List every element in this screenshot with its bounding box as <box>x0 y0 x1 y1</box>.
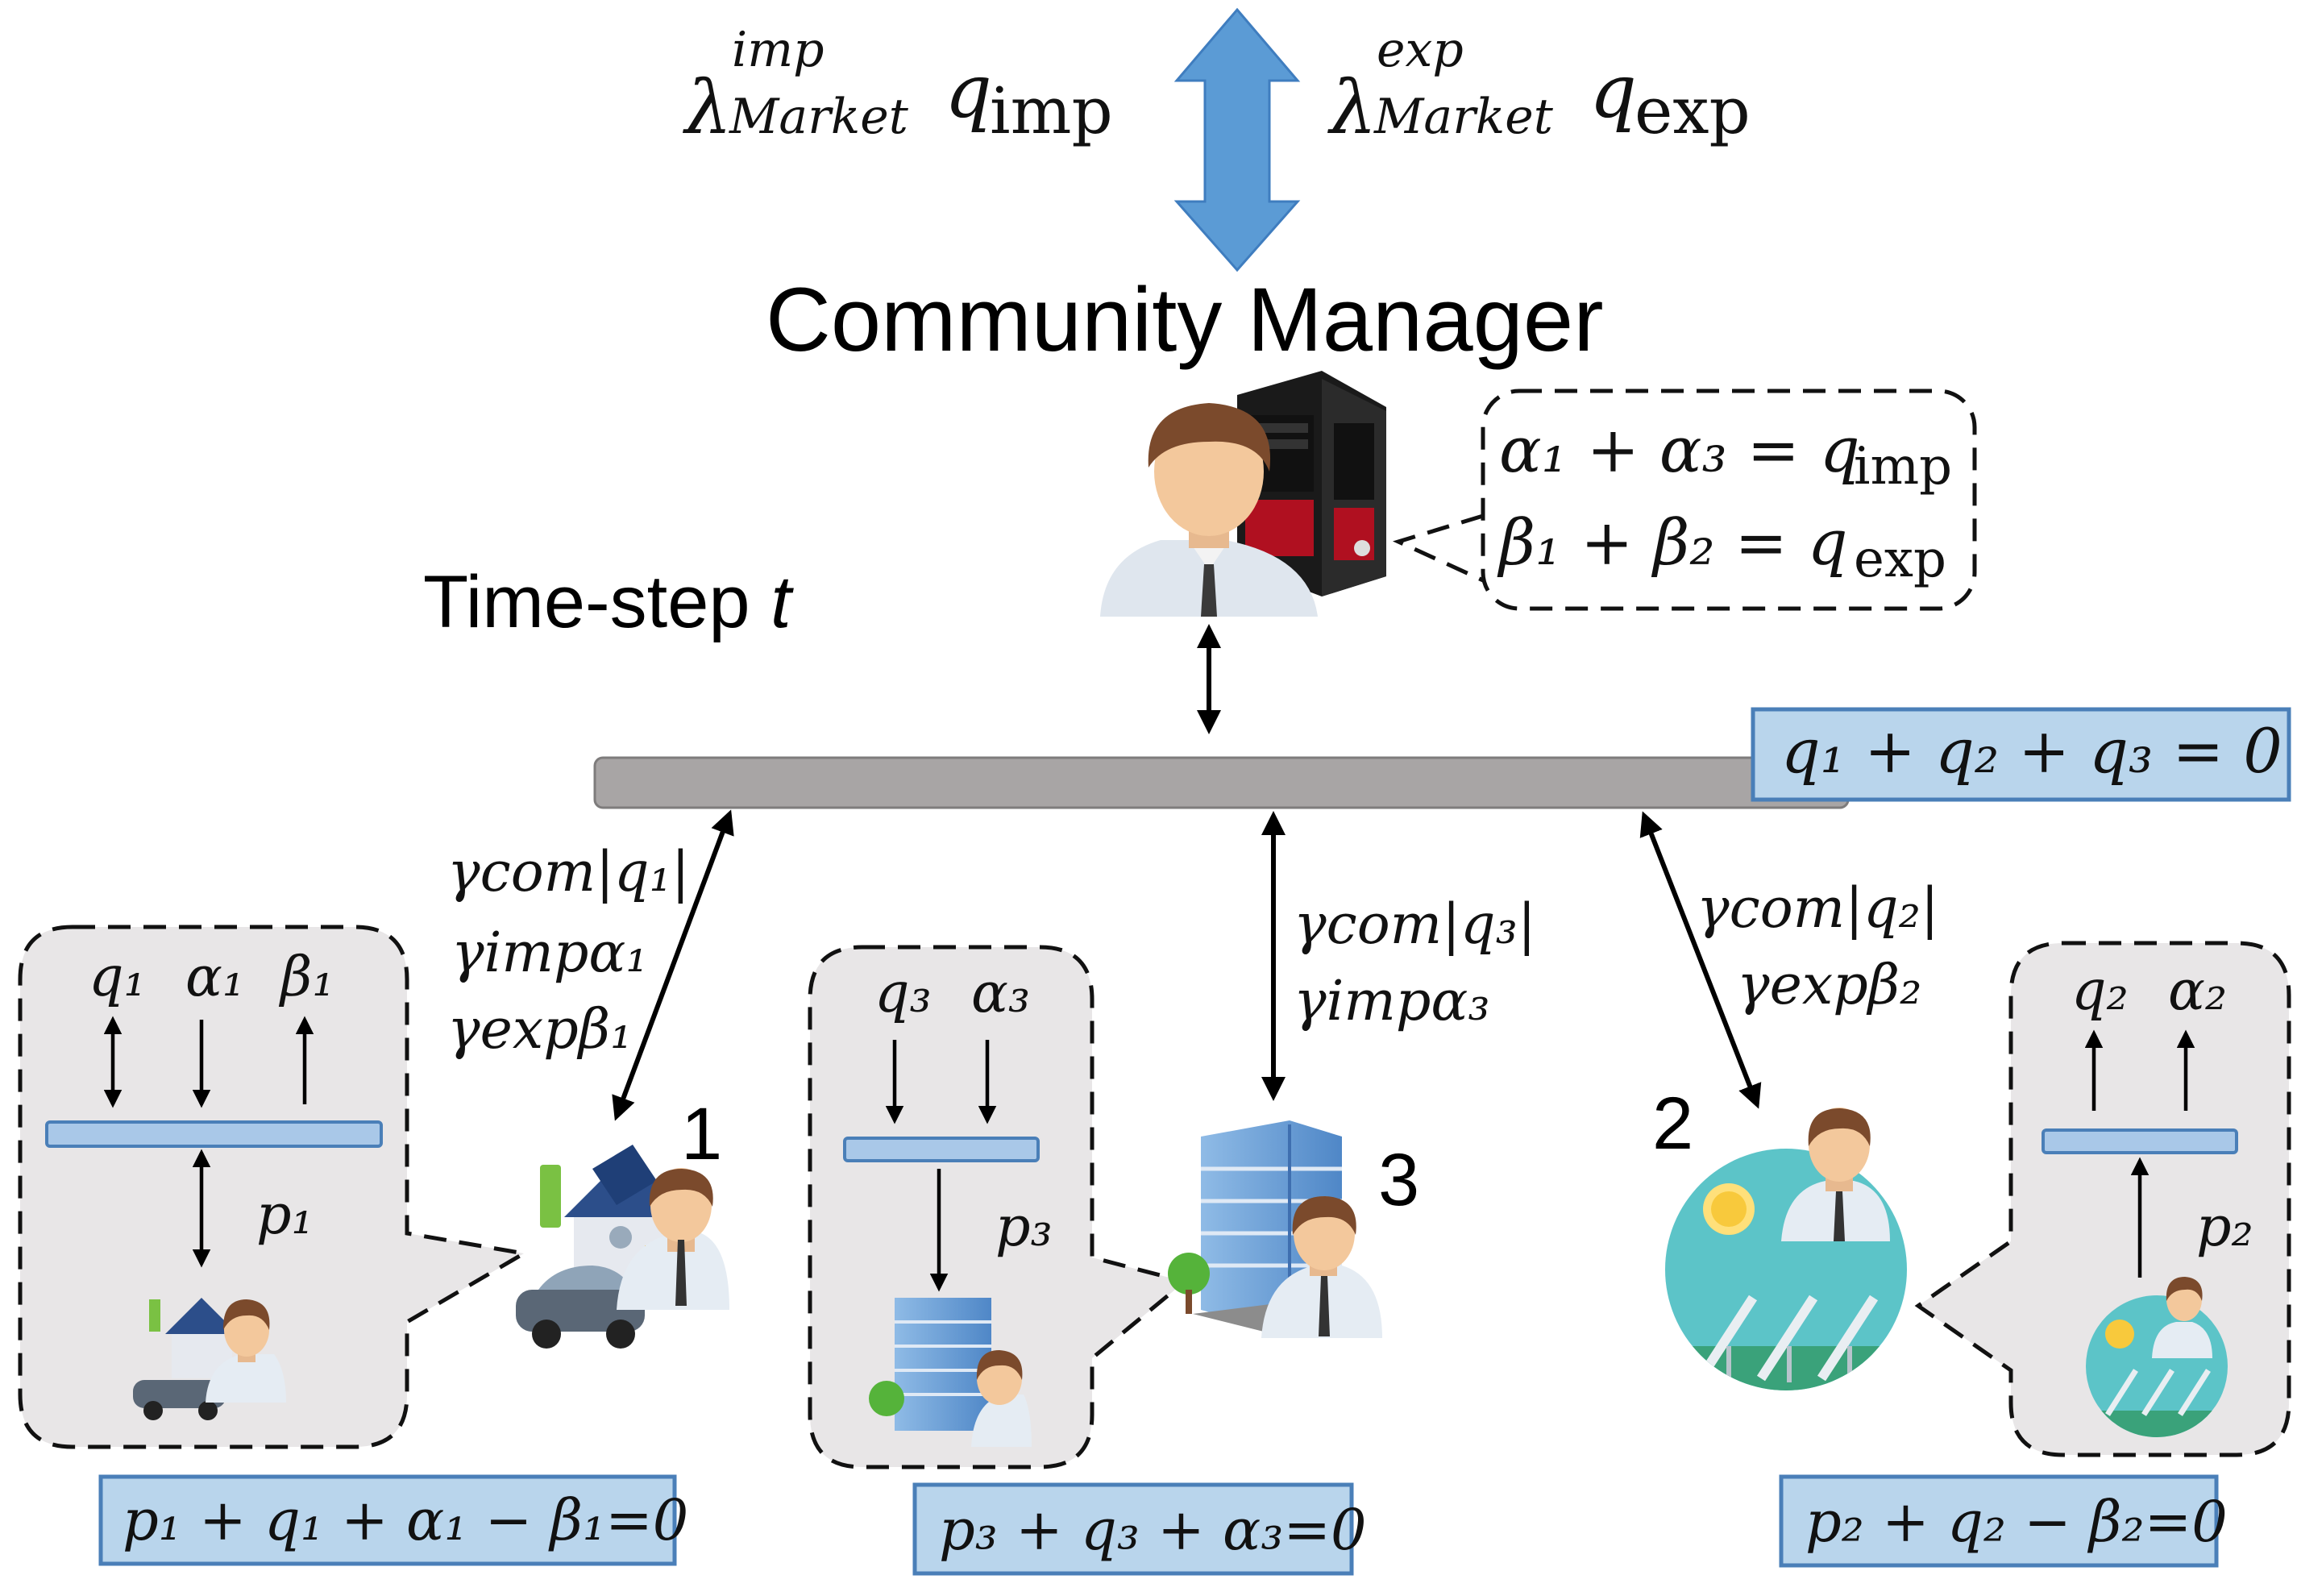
community-bus <box>593 756 1850 809</box>
svg-text:Time-step t: Time-step t <box>423 561 794 643</box>
svg-text:λ: λ <box>1327 64 1377 151</box>
svg-text:exp: exp <box>1854 530 1946 589</box>
manager-person-icon <box>1100 403 1318 617</box>
svg-text:imp: imp <box>990 73 1113 148</box>
agent1-bubble: q₁ α₁ β₁ p₁ <box>18 925 530 1449</box>
svg-text:α₁ + α₃ = q: α₁ + α₃ = q <box>1499 414 1860 487</box>
svg-text:α₃: α₃ <box>971 962 1030 1025</box>
svg-text:γcom|q₂|: γcom|q₂| <box>1697 877 1939 941</box>
svg-text:γexpβ₁: γexpβ₁ <box>447 998 632 1062</box>
svg-text:imp: imp <box>1854 437 1952 497</box>
svg-text:exp: exp <box>1377 22 1464 78</box>
timestep-label: Time-step t <box>423 561 794 643</box>
agent2-link-costs: γcom|q₂| γexpβ₂ <box>1697 877 1939 1017</box>
agent3-number: 3 <box>1378 1139 1419 1221</box>
svg-text:p₃ + q₃ + α₃=0: p₃ + q₃ + α₃=0 <box>939 1497 1367 1563</box>
agent1-balance-box: p₁ + q₁ + α₁ − β₁=0 <box>98 1474 688 1566</box>
agent2-bubble: q₂ α₂ p₂ <box>1914 941 2291 1457</box>
svg-text:p₂: p₂ <box>2196 1195 2253 1259</box>
svg-text:α₁: α₁ <box>185 946 244 1009</box>
agent2-number: 2 <box>1652 1083 1693 1165</box>
agent2-solar-farm-icon <box>1665 1108 1907 1390</box>
agent1-number: 1 <box>681 1093 722 1175</box>
svg-text:γcom|q₃|: γcom|q₃| <box>1294 893 1536 957</box>
svg-text:p₁: p₁ <box>256 1183 314 1247</box>
market-export-label: λ exp Market q exp <box>1327 22 1751 151</box>
svg-text:p₂ + q₂ − β₂=0: p₂ + q₂ − β₂=0 <box>1805 1489 2228 1555</box>
bus-constraint-box: q₁ + q₂ + q₃ = 0 <box>1751 707 2291 802</box>
agent3-office-building-icon <box>1168 1120 1382 1338</box>
agent2-small-solar-icon <box>2086 1277 2228 1437</box>
agent3-small-building-icon <box>869 1298 1032 1447</box>
svg-text:q₁: q₁ <box>89 946 146 1009</box>
svg-text:q₂: q₂ <box>2071 959 2129 1023</box>
svg-text:q₁ + q₂ + q₃ = 0: q₁ + q₂ + q₃ = 0 <box>1781 715 2282 787</box>
svg-text:β₁: β₁ <box>278 946 334 1009</box>
agent3-bubble: q₃ α₃ p₃ <box>808 945 1190 1469</box>
svg-text:q: q <box>1589 48 1637 135</box>
manager-constraint-bubble: α₁ + α₃ = q imp β₁ + β₂ = q exp <box>1392 389 1977 611</box>
svg-text:γcom|q₁|: γcom|q₁| <box>447 841 690 904</box>
svg-text:Market: Market <box>1373 89 1554 145</box>
svg-text:γimpα₁: γimpα₁ <box>451 921 648 985</box>
svg-text:q₃: q₃ <box>874 962 932 1025</box>
agent1-link-costs: γcom|q₁| γimpα₁ γexpβ₁ <box>447 841 690 1062</box>
manager-title: Community Manager <box>766 269 1604 370</box>
svg-text:exp: exp <box>1634 73 1751 148</box>
svg-text:p₃: p₃ <box>995 1195 1053 1259</box>
svg-text:Market: Market <box>729 89 909 145</box>
agent1-link-arrow <box>612 809 734 1121</box>
svg-text:α₂: α₂ <box>2168 959 2227 1023</box>
market-import-label: λ imp Market q imp <box>682 22 1113 151</box>
svg-text:β₁ + β₂ = q: β₁ + β₂ = q <box>1497 507 1848 580</box>
agent3-balance-box: p₃ + q₃ + α₃=0 <box>912 1482 1367 1576</box>
agent2-link-arrow <box>1639 811 1762 1109</box>
svg-text:λ: λ <box>682 64 732 151</box>
svg-text:γexpβ₂: γexpβ₂ <box>1737 954 1921 1017</box>
svg-text:imp: imp <box>732 22 825 78</box>
svg-text:q: q <box>945 48 992 135</box>
svg-text:p₁ + q₁ + α₁ − β₁=0: p₁ + q₁ + α₁ − β₁=0 <box>123 1487 688 1553</box>
agent2-balance-box: p₂ + q₂ − β₂=0 <box>1779 1474 2228 1568</box>
market-double-arrow <box>1173 7 1301 272</box>
agent3-link-costs: γcom|q₃| γimpα₃ <box>1294 893 1536 1033</box>
agent1-house-ev-icon <box>516 1145 729 1349</box>
svg-text:γimpα₃: γimpα₃ <box>1294 970 1490 1033</box>
manager-server-icon <box>1237 371 1386 596</box>
agent1-small-house-icon <box>133 1298 286 1420</box>
